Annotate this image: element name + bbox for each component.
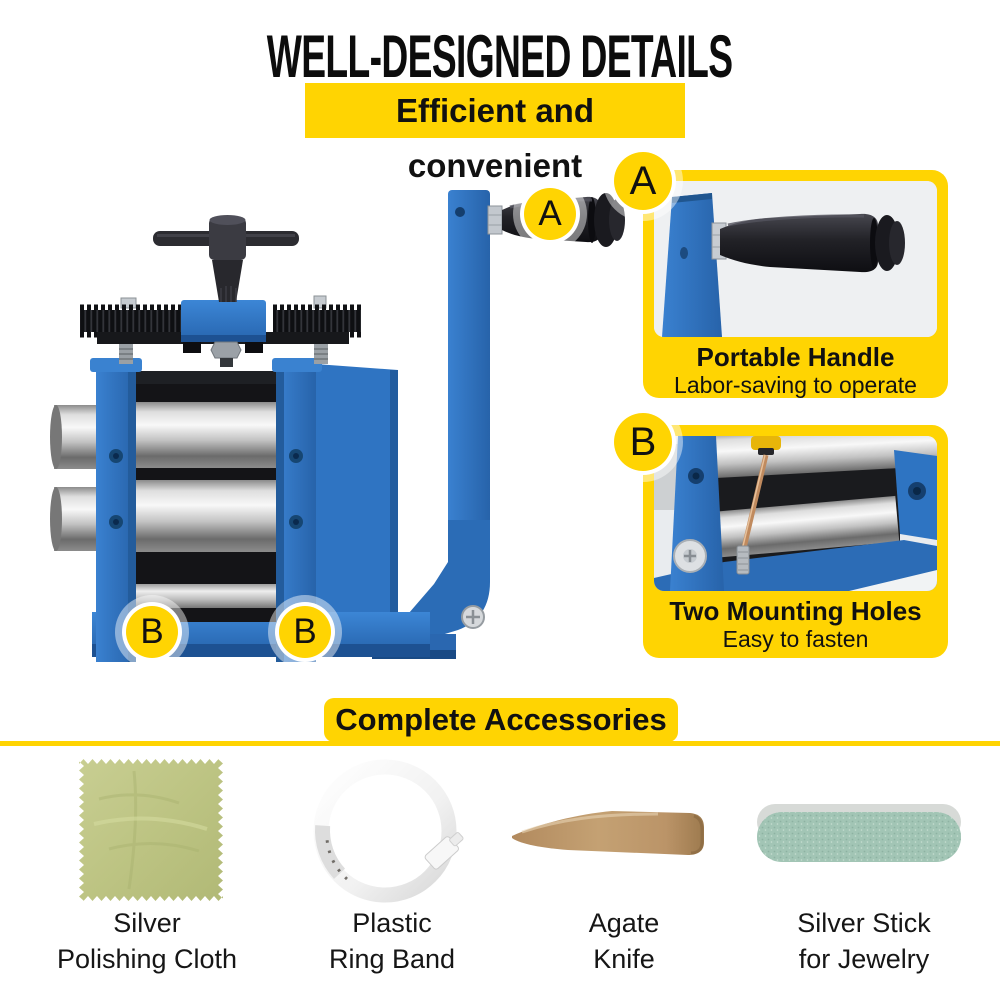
agate-knife-image [512, 811, 704, 855]
label-silver-stick: Silver Stick for Jewelry [754, 905, 974, 977]
label-line: Polishing Cloth [56, 944, 238, 974]
subtitle-banner: Efficient and convenient [305, 83, 685, 184]
callout-a-letter: A [538, 194, 562, 233]
rollers [132, 402, 284, 608]
page-title-text: WELL-DESIGNED DETAILS [267, 23, 733, 90]
portable-handle-illustration [654, 181, 937, 337]
callout-a-subtitle: Labor-saving to operate [674, 372, 917, 398]
ring-band-image [313, 759, 464, 903]
silver-stick-image [757, 804, 961, 862]
accessories-banner: Complete Accessories [324, 698, 678, 742]
callout-panel-b: Two Mounting Holes Easy to fasten [643, 425, 948, 658]
callout-a-panel-badge: A [614, 152, 672, 210]
callout-b-letter: B [293, 612, 317, 651]
rolling-mill-image [50, 190, 625, 662]
callout-b-title: Two Mounting Holes [669, 596, 922, 626]
callout-b-letter: B [140, 612, 164, 651]
t-handle [153, 215, 299, 302]
label-line: Silver Stick [797, 908, 931, 938]
gear-assembly [80, 295, 361, 367]
mounting-holes-photo [654, 436, 937, 591]
callout-b-letter: B [629, 419, 657, 464]
portable-handle-photo [654, 181, 937, 337]
page-title: WELL-DESIGNED DETAILS [0, 22, 1000, 91]
callout-b-marker-right: B [279, 606, 331, 658]
label-agate-knife: Agate Knife [514, 905, 734, 977]
mounting-holes-illustration [654, 436, 937, 591]
top-rail [106, 371, 300, 384]
callout-b-marker-left: B [126, 606, 178, 658]
divider-line [0, 741, 1000, 746]
side-plate [302, 363, 398, 642]
left-upright [90, 358, 142, 662]
callout-b-subtitle: Easy to fasten [722, 626, 869, 652]
label-line: Plastic [352, 908, 432, 938]
label-line: Agate [588, 908, 660, 938]
polishing-cloth-image [79, 759, 223, 901]
label-polishing-cloth: Silver Polishing Cloth [37, 905, 257, 977]
callout-a-letter: A [629, 158, 657, 203]
callout-b-panel-badge: B [614, 413, 672, 471]
callout-a-marker-machine: A [524, 188, 576, 240]
label-ring-band: Plastic Ring Band [282, 905, 502, 977]
label-line: Ring Band [328, 944, 456, 974]
label-line: Silver [113, 908, 181, 938]
crank-arm [394, 190, 490, 645]
callout-panel-a: Portable Handle Labor-saving to operate [643, 170, 948, 398]
label-line: Knife [593, 944, 655, 974]
label-line: for Jewelry [798, 944, 930, 974]
callout-a-title: Portable Handle [696, 342, 895, 372]
